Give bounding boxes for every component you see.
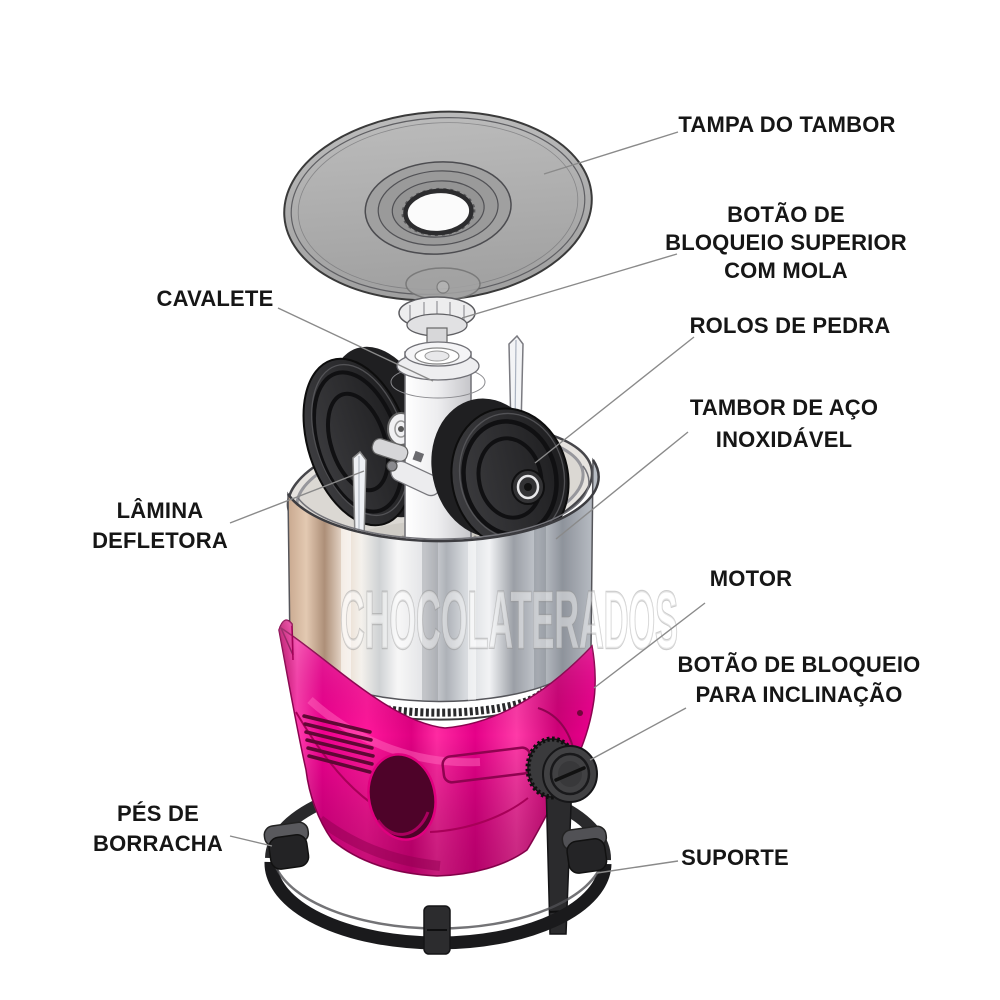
housing-front-opening [367, 753, 437, 841]
leader-tampa-do-tambor [543, 131, 679, 175]
vent-slats [302, 714, 375, 774]
lid-underside-hub [405, 267, 481, 301]
deflector-blade-left [352, 450, 367, 541]
leader-lines [229, 131, 706, 874]
leader-suporte [596, 860, 679, 874]
leader-cavalete [277, 307, 434, 382]
rubber-foot-left [263, 821, 310, 870]
tilt-lock-knob-drawing [525, 736, 598, 803]
motor-housing-drawing [278, 619, 596, 877]
ring-front-clamp [423, 905, 451, 955]
drum-lid-drawing [283, 110, 593, 302]
leader-tambor-aco [555, 431, 689, 540]
watermark-text: CHOCOLATERADOS [340, 575, 678, 666]
leader-motor [593, 602, 706, 689]
leader-rolos-de-pedra [534, 336, 695, 464]
rubber-foot-right [561, 825, 608, 874]
leader-pes-de-borracha [229, 835, 273, 847]
leader-botao-inclinacao [589, 707, 687, 761]
leader-botao-bloqueio-superior [461, 253, 678, 319]
leader-lamina-defletora [229, 470, 365, 524]
